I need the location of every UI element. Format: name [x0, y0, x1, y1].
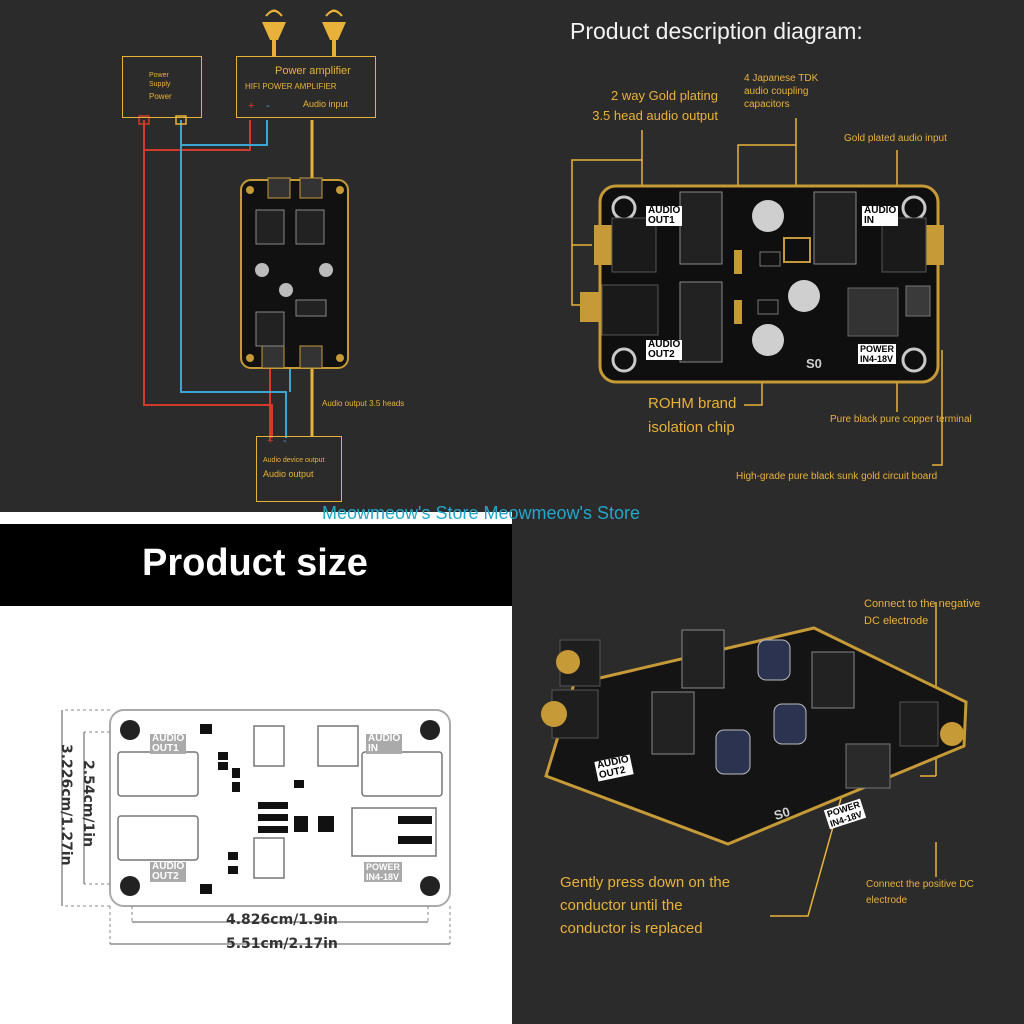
wiring-lines: [138, 9, 349, 440]
amplifier-input: Audio input: [303, 99, 349, 109]
size-label-power: POWER IN4-18V: [364, 862, 403, 882]
positive-electrode-label: Connect the positive DC electrode: [866, 879, 974, 906]
power-supply-line3: Power: [149, 92, 172, 101]
photo-panel: AUDIO OUT2 POWER IN4-18V S0 Connect to t…: [512, 512, 1024, 1024]
size-label-in: AUDIO IN: [366, 733, 403, 754]
board-photo-illustration: [541, 602, 968, 917]
rohm-label: ROHM brand isolation chip: [648, 395, 737, 436]
board-label-s0: S0: [806, 356, 822, 371]
power-supply-box: Power Supply Power: [122, 56, 202, 118]
negative-electrode-label: Connect to the negative DC electrode: [864, 598, 981, 627]
size-banner: Product size: [0, 524, 512, 606]
board-label-out1: AUDIO OUT1: [646, 205, 683, 226]
size-drawing: [61, 709, 451, 945]
device-minus: -: [283, 435, 287, 447]
height-inner-label: 2.54cm/1in: [80, 760, 96, 848]
speaker-icon-right: [322, 9, 346, 56]
wiring-diagram-panel: Power Supply Power Power amplifier HIFI …: [0, 0, 512, 512]
width-inner-label: 4.826cm/1.9in: [226, 912, 338, 928]
height-outer-label: 3.226cm/1.27in: [58, 744, 74, 866]
device-line2: Audio output: [263, 469, 314, 479]
description-title: Product description diagram:: [570, 18, 863, 44]
board-label-power: POWER IN4-18V: [858, 344, 897, 364]
amp-minus: -: [266, 100, 270, 112]
board-quality-label: High-grade pure black sunk gold circuit …: [736, 471, 938, 482]
gold-output-label: 2 way Gold plating 3.5 head audio output: [592, 88, 718, 123]
board-label-in: AUDIO IN: [862, 205, 899, 226]
terminal-label: Pure black pure copper terminal: [830, 414, 972, 425]
amplifier-title: Power amplifier: [275, 65, 351, 77]
description-panel: Product description diagram:: [512, 0, 1024, 512]
audio-device-box: + - Audio device output Audio output: [256, 435, 342, 502]
press-conductor-label: Gently press down on the conductor until…: [560, 874, 731, 937]
store-watermark: Meowmeow's Store Meowmeow's Store: [322, 503, 640, 523]
board-label-out2: AUDIO OUT2: [646, 339, 683, 360]
size-panel: Product size: [0, 512, 512, 1024]
tdk-label: 4 Japanese TDK audio coupling capacitors: [744, 73, 819, 110]
size-label-out1: AUDIO OUT1: [150, 733, 187, 754]
audio-output-label: Audio output 3.5 heads: [322, 399, 405, 408]
power-supply-line2: Supply: [149, 81, 171, 88]
device-plus: +: [267, 435, 274, 447]
device-line1: Audio device output: [263, 457, 325, 464]
amp-plus: +: [248, 100, 255, 112]
board-illustration: [571, 118, 944, 466]
amplifier-subtitle: HIFI POWER AMPLIFIER: [245, 82, 337, 91]
gold-input-label: Gold plated audio input: [844, 133, 947, 144]
size-banner-title: Product size: [142, 542, 368, 584]
speaker-icon-left: [262, 9, 286, 56]
amplifier-box: Power amplifier HIFI POWER AMPLIFIER Aud…: [236, 56, 376, 118]
power-supply-line1: Power: [149, 72, 169, 79]
width-outer-label: 5.51cm/2.17in: [226, 936, 338, 952]
size-label-out2: AUDIO OUT2: [150, 861, 187, 882]
